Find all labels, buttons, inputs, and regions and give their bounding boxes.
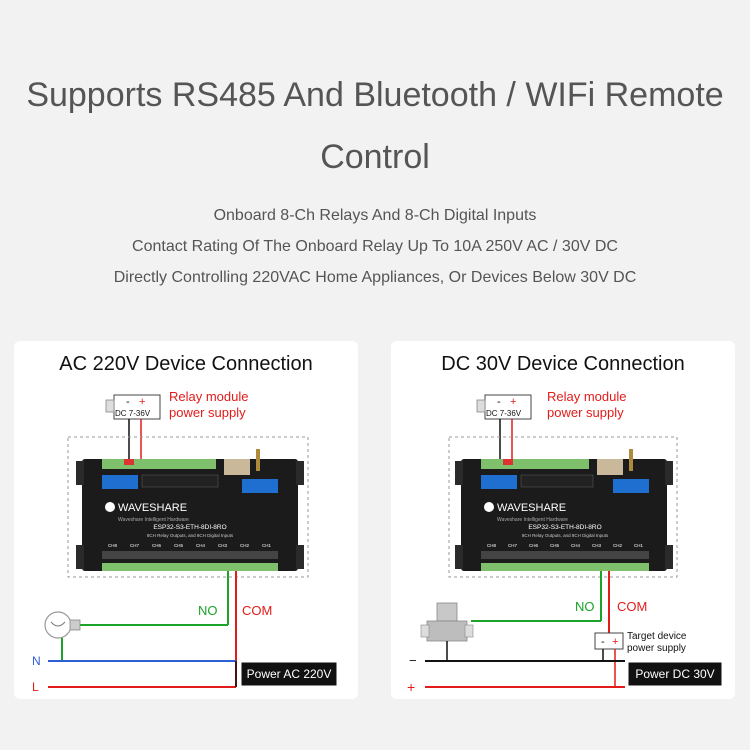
dc-wiring-diagram: - + DC 7-36V Relay module power supply W… <box>407 389 722 695</box>
headline: Supports RS485 And Bluetooth / WIFi Remo… <box>0 64 750 188</box>
target-plus: + <box>612 636 618 648</box>
power-ac-box: Power AC 220V <box>241 662 337 686</box>
supply-plus: + <box>139 396 145 408</box>
channel-label: CH3 <box>218 543 227 548</box>
channel-label: CH8 <box>108 543 117 548</box>
channel-label: CH5 <box>550 543 559 548</box>
relay-board: WAVESHARE Waveshare Intelligent Hardware… <box>76 449 304 571</box>
target-device-power-supply: - + <box>594 632 624 650</box>
channel-label: CH4 <box>196 543 205 548</box>
com-terminal-label: COM <box>617 599 647 614</box>
supply-minus: - <box>497 396 501 408</box>
relay-supply-label-line1: Relay module <box>547 389 627 404</box>
relay-power-supply-terminal: - + DC 7-36V <box>476 394 532 420</box>
channel-label: CH6 <box>529 543 538 548</box>
brand-subtitle: Waveshare Intelligent Hardware <box>118 517 189 523</box>
no-terminal-label: NO <box>198 603 218 618</box>
com-terminal-label: COM <box>242 603 272 618</box>
subtitle-line-1: Onboard 8-Ch Relays And 8-Ch Digital Inp… <box>213 207 537 224</box>
brand-logo-text: WAVESHARE <box>118 502 187 514</box>
board-model-desc: 8CH Relay Outputs, and 8CH Digital Input… <box>522 533 609 538</box>
headline-line-1: Supports RS485 And Bluetooth / WIFi Remo… <box>26 76 724 114</box>
channel-label: CH8 <box>487 543 496 548</box>
ac-wiring-diagram: - + DC 7-36V Relay module power supply W… <box>32 389 337 694</box>
channel-label: CH3 <box>592 543 601 548</box>
relay-supply-label-line2: power supply <box>169 405 246 420</box>
power-ac-label: Power AC 220V <box>247 667 332 681</box>
board-model-desc: 8CH Relay Outputs, and 8CH Digital Input… <box>147 533 234 538</box>
relay-supply-label-line1: Relay module <box>169 389 249 404</box>
brand-subtitle: Waveshare Intelligent Hardware <box>497 517 568 523</box>
channel-label: CH7 <box>508 543 517 548</box>
board-outline <box>67 436 309 578</box>
supply-plus: + <box>510 396 516 408</box>
target-supply-label-line2: power supply <box>627 643 686 654</box>
no-terminal-label: NO <box>575 599 595 614</box>
channel-label: CH1 <box>262 543 271 548</box>
power-dc-box: Power DC 30V <box>628 662 722 686</box>
channel-label: CH6 <box>152 543 161 548</box>
dc-connection-card: DC 30V Device Connection - + DC 7-36V Re… <box>391 341 735 699</box>
subtitle-block: Onboard 8-Ch Relays And 8-Ch Digital Inp… <box>0 200 750 293</box>
channel-label: CH2 <box>240 543 249 548</box>
neutral-line-label: N <box>32 654 41 668</box>
relay-supply-label-line2: power supply <box>547 405 624 420</box>
board-outline <box>448 436 678 578</box>
board-model: ESP32-S3-ETH-8DI-8RO <box>153 524 226 531</box>
supply-voltage-label: DC 7-36V <box>486 409 522 418</box>
brand-logo-text: WAVESHARE <box>497 502 566 514</box>
headline-line-2: Control <box>320 138 430 176</box>
ac-card-title: AC 220V Device Connection <box>59 353 313 375</box>
subtitle-line-3: Directly Controlling 220VAC Home Applian… <box>113 269 637 286</box>
board-model: ESP32-S3-ETH-8DI-8RO <box>528 524 601 531</box>
channel-label: CH7 <box>130 543 139 548</box>
target-supply-label-line1: Target device <box>627 631 687 642</box>
channel-label: CH1 <box>634 543 643 548</box>
dc-card-title: DC 30V Device Connection <box>441 353 685 375</box>
supply-voltage-label: DC 7-36V <box>115 409 151 418</box>
supply-minus: - <box>126 396 130 408</box>
channel-label: CH4 <box>571 543 580 548</box>
plus-line-label: + <box>407 679 415 695</box>
target-minus: - <box>601 636 605 648</box>
light-bulb-icon <box>44 611 81 639</box>
subtitle-line-2: Contact Rating Of The Onboard Relay Up T… <box>132 238 618 255</box>
channel-label: CH5 <box>174 543 183 548</box>
solenoid-valve-icon <box>420 602 474 642</box>
minus-line-label: − <box>409 653 417 668</box>
relay-power-supply-terminal: - + DC 7-36V <box>105 394 161 420</box>
ac-connection-card: AC 220V Device Connection - + DC 7-36V R… <box>14 341 358 699</box>
channel-label: CH2 <box>613 543 622 548</box>
relay-board: WAVESHARE Waveshare Intelligent Hardware… <box>455 449 673 571</box>
power-dc-label: Power DC 30V <box>635 667 714 681</box>
live-line-label: L <box>32 680 39 694</box>
